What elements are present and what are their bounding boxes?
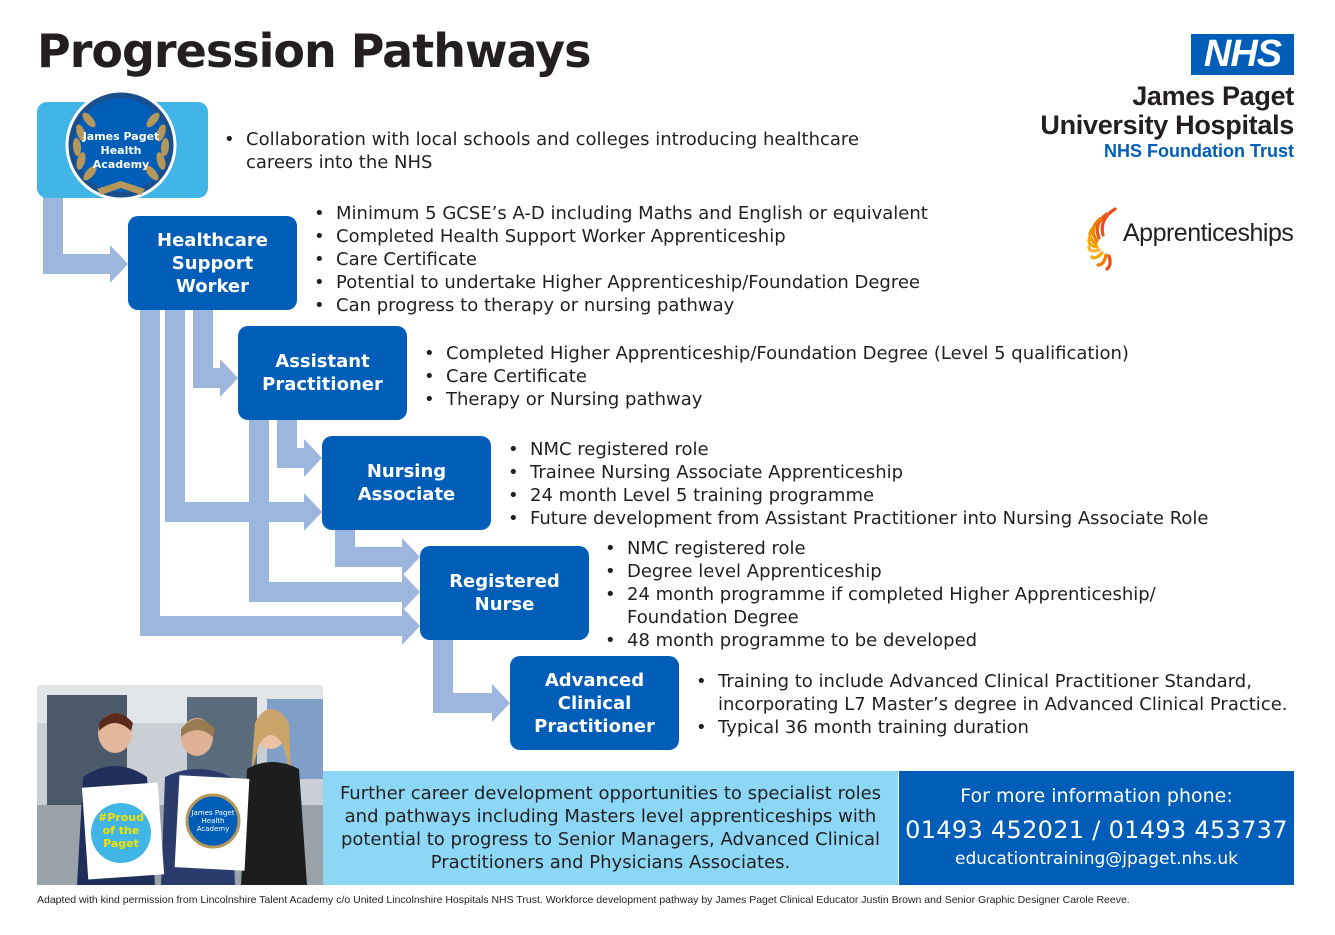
list-item: 24 month programme if completed Higher A… — [605, 583, 1175, 629]
list-item: Care Certificate — [424, 365, 1129, 388]
list-item: Training to include Advanced Clinical Pr… — [696, 670, 1294, 716]
list-item: NMC registered role — [508, 438, 1209, 461]
role-healthcare-support-worker: Healthcare Support Worker — [128, 216, 297, 310]
list-item: Completed Health Support Worker Apprenti… — [314, 225, 928, 248]
assistant-practitioner-bullets: Completed Higher Apprenticeship/Foundati… — [424, 342, 1129, 411]
healthcare-support-worker-bullets: Minimum 5 GCSE’s A-D including Maths and… — [314, 202, 928, 317]
apprenticeships-wordmark: Apprenticeships — [1123, 219, 1294, 247]
page-title: Progression Pathways — [37, 24, 591, 78]
role-nursing-associate: Nursing Associate — [322, 436, 491, 530]
list-item: Completed Higher Apprenticeship/Foundati… — [424, 342, 1129, 365]
list-item: Minimum 5 GCSE’s A-D including Maths and… — [314, 202, 928, 225]
role-advanced-clinical-practitioner: Advanced Clinical Practitioner — [510, 656, 679, 750]
contact-phone[interactable]: 01493 452021 / 01493 453737 — [905, 816, 1288, 844]
footnote: Adapted with kind permission from Lincol… — [37, 894, 1130, 906]
list-item: 24 month Level 5 training programme — [508, 484, 1209, 507]
role-assistant-practitioner: Assistant Practitioner — [238, 326, 407, 420]
list-item: 48 month programme to be developed — [605, 629, 1175, 652]
registered-nurse-bullets: NMC registered role Degree level Apprent… — [605, 537, 1175, 652]
list-item: Degree level Apprenticeship — [605, 560, 1175, 583]
contact-heading: For more information phone: — [960, 785, 1233, 807]
academy-sign: James Paget Health Academy — [191, 809, 235, 833]
list-item: Potential to undertake Higher Apprentice… — [314, 271, 928, 294]
contact-email[interactable]: educationtraining@jpaget.nhs.uk — [955, 849, 1238, 869]
list-item: Trainee Nursing Associate Apprenticeship — [508, 461, 1209, 484]
laurel-badge-icon — [65, 89, 177, 201]
apprenticeships-logo: Apprenticeships — [1085, 205, 1295, 271]
list-item: Can progress to therapy or nursing pathw… — [314, 294, 928, 317]
staff-photo-illustration — [37, 685, 323, 885]
list-item: Care Certificate — [314, 248, 928, 271]
academy-bullets: Collaboration with local schools and col… — [224, 128, 884, 174]
trust-line3: NHS Foundation Trust — [1104, 141, 1294, 161]
proud-sign: #Proud of the Paget — [98, 811, 144, 850]
academy-badge-text: James Paget Health Academy — [82, 130, 160, 171]
advanced-clinical-practitioner-bullets: Training to include Advanced Clinical Pr… — [696, 670, 1294, 739]
list-item: Collaboration with local schools and col… — [224, 128, 884, 174]
sunburst-icon — [1087, 207, 1117, 271]
further-opportunities-panel: Further career development opportunities… — [323, 771, 898, 885]
nursing-associate-bullets: NMC registered role Trainee Nursing Asso… — [508, 438, 1209, 530]
list-item: NMC registered role — [605, 537, 1175, 560]
contact-panel: For more information phone: 01493 452021… — [899, 771, 1294, 885]
trust-name: James Paget University Hospitals NHS Fou… — [1040, 82, 1294, 162]
trust-line2: University Hospitals — [1040, 110, 1294, 140]
trust-line1: James Paget — [1132, 81, 1294, 111]
list-item: Therapy or Nursing pathway — [424, 388, 1129, 411]
staff-photo: #Proud of the Paget James Paget Health A… — [37, 685, 323, 885]
list-item: Future development from Assistant Practi… — [508, 507, 1209, 530]
nhs-logo: NHS — [1191, 34, 1294, 75]
further-opportunities-text: Further career development opportunities… — [339, 783, 882, 873]
role-registered-nurse: Registered Nurse — [420, 546, 589, 640]
list-item: Typical 36 month training duration — [696, 716, 1294, 739]
